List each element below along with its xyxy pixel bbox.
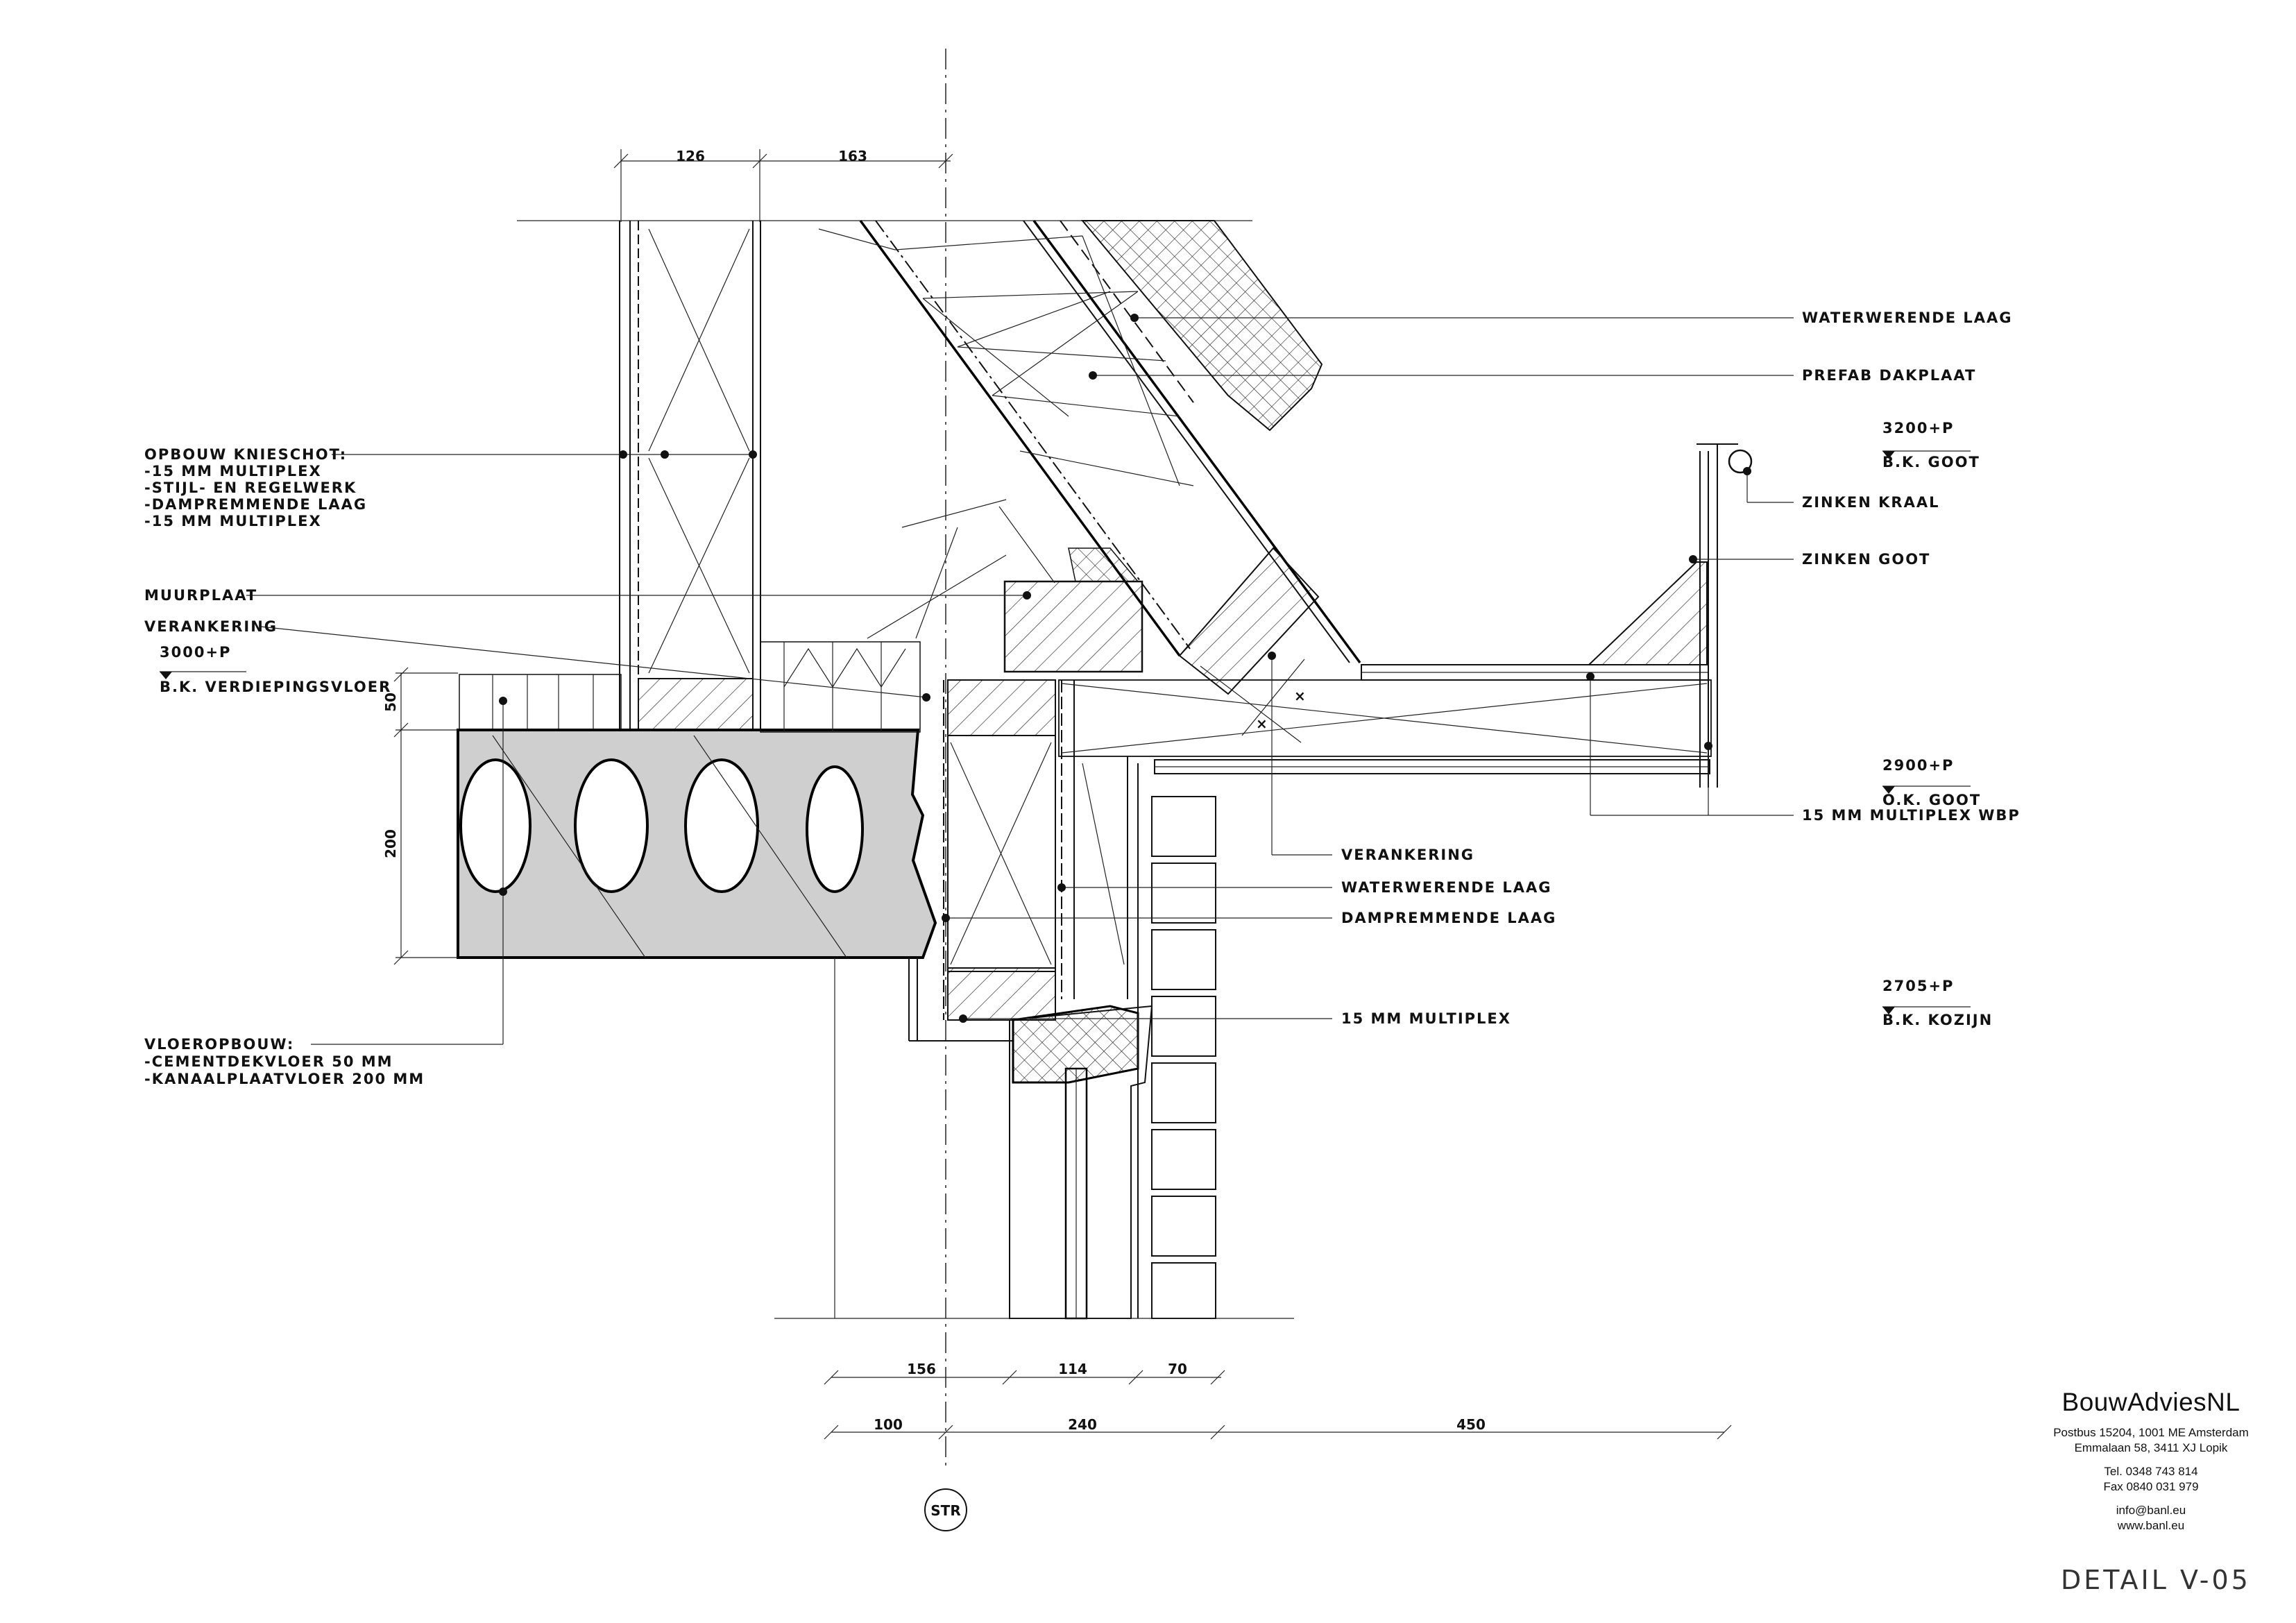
roof-support (1178, 547, 1320, 743)
inner-wall (943, 679, 1128, 1021)
label-verankering-left: VERANKERING (144, 618, 278, 635)
fax-number: Fax 0840 031 979 (2103, 1480, 2199, 1493)
axis-label: STR (930, 1502, 960, 1519)
zinc-gutter (1587, 443, 1753, 788)
wall-plate (867, 499, 1143, 673)
label-dampremmende-laag: DAMPREMMENDE LAAG (1341, 910, 1556, 926)
dim-126: 126 (676, 148, 705, 164)
dim-200: 200 (382, 829, 399, 858)
cement-floor (459, 674, 622, 731)
dim-100: 100 (874, 1416, 903, 1433)
dim-114: 114 (1058, 1361, 1087, 1377)
roof-overhang: × × (1058, 664, 1712, 774)
title-block: BouwAdviesNL Postbus 15204, 1001 ME Amst… (2019, 1388, 2283, 1533)
phone-number: Tel. 0348 743 814 (2104, 1465, 2198, 1478)
label-opbouw-item: -15 MM MULTIPLEX (144, 513, 322, 529)
svg-text:B.K. GOOT: B.K. GOOT (1882, 454, 1980, 470)
company-name: BouwAdviesNL (2061, 1388, 2240, 1416)
svg-text:2900+P: 2900+P (1882, 757, 1954, 774)
knee-wall-foot (760, 641, 921, 733)
bottom-dimension-b: 100 240 450 (824, 1416, 1732, 1440)
address-line: Emmalaan 58, 3411 XJ Lopik (2074, 1441, 2228, 1454)
label-multiplex: 15 MM MULTIPLEX (1341, 1010, 1511, 1027)
top-dimension: 126 163 (613, 148, 953, 222)
label-muurplaat: MUURPLAAT (144, 587, 257, 604)
label-opbouw-item: -DAMPREMMENDE LAAG (144, 496, 367, 513)
label-vloeropbouw: VLOEROPBOUW: (144, 1036, 294, 1053)
label-opbouw-item: -STIJL- EN REGELWERK (144, 479, 357, 496)
label-waterwerende-laag: WATERWERENDE LAAG (1341, 879, 1552, 896)
dimension-mark: × (1294, 688, 1306, 704)
svg-text:B.K. VERDIEPINGSVLOER: B.K. VERDIEPINGSVLOER (160, 679, 391, 695)
dim-163: 163 (838, 148, 867, 164)
level-mark-bk-kozijn: 2705+P B.K. KOZIJN (1882, 978, 1993, 1028)
hollow-core-slab (457, 729, 937, 959)
label-waterwerende-laag-top: WATERWERENDE LAAG (1802, 309, 2013, 326)
dim-450: 450 (1456, 1416, 1486, 1433)
floor-dimension: 50 200 (382, 667, 458, 965)
dim-240: 240 (1068, 1416, 1097, 1433)
detail-number: DETAIL V-05 (2061, 1565, 2251, 1595)
svg-text:3000+P: 3000+P (160, 644, 231, 661)
level-mark-bk-goot: 3200+P B.K. GOOT (1882, 420, 1980, 470)
leader-lines (246, 314, 1794, 1045)
label-vloeropbouw-item: -CEMENTDEKVLOER 50 MM (144, 1053, 393, 1070)
label-multiplex-wbp: 15 MM MULTIPLEX WBP (1802, 807, 2021, 824)
dim-70: 70 (1168, 1361, 1187, 1377)
svg-text:B.K. KOZIJN: B.K. KOZIJN (1882, 1012, 1993, 1028)
label-verankering-center: VERANKERING (1341, 847, 1474, 863)
svg-text:O.K. GOOT: O.K. GOOT (1882, 792, 1981, 808)
label-vloeropbouw-item: -KANAALPLAATVLOER 200 MM (144, 1071, 425, 1087)
address-line: Postbus 15204, 1001 ME Amsterdam (2053, 1426, 2249, 1439)
knee-wall (619, 221, 761, 733)
label-prefab-dakplaat: PREFAB DAKPLAAT (1802, 367, 1976, 384)
website: www.banl.eu (2117, 1519, 2185, 1532)
svg-text:2705+P: 2705+P (1882, 978, 1954, 994)
window-frame (1009, 1005, 1153, 1320)
level-mark-bk-vloer: 3000+P B.K. VERDIEPINGSVLOER (160, 644, 391, 695)
svg-text:3200+P: 3200+P (1882, 420, 1954, 436)
label-zinken-kraal: ZINKEN KRAAL (1802, 494, 1939, 511)
label-zinken-goot: ZINKEN GOOT (1802, 551, 1930, 568)
axis-marker: STR (924, 1488, 967, 1531)
label-opbouw-item: -15 MM MULTIPLEX (144, 463, 322, 479)
label-opbouw-knieschot: OPBOUW KNIESCHOT: (144, 446, 347, 463)
dimension-mark: × (1256, 715, 1268, 732)
dim-156: 156 (907, 1361, 936, 1377)
email-address: info@banl.eu (2116, 1504, 2186, 1517)
level-mark-ok-goot: 2900+P O.K. GOOT (1882, 757, 1981, 808)
bottom-dimension-a: 156 114 70 (824, 1361, 1225, 1385)
brick-facade (774, 763, 1294, 1319)
dim-50: 50 (382, 692, 399, 712)
